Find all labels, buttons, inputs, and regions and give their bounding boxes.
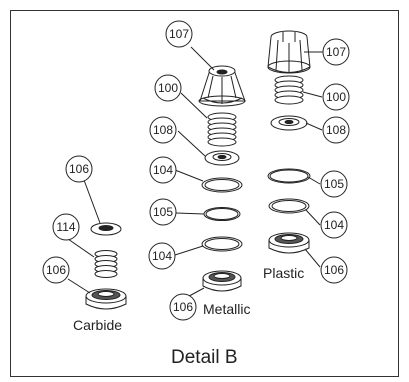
group-label-carbide: Carbide bbox=[73, 317, 122, 333]
callout-label: 100 bbox=[326, 90, 346, 104]
spring-part-100-metallic bbox=[207, 112, 237, 147]
callout-100-metallic bbox=[154, 74, 182, 102]
callout-114-carbide bbox=[52, 213, 80, 241]
callout-label: 114 bbox=[56, 220, 75, 234]
group-label-metallic: Metallic bbox=[203, 301, 250, 317]
callout-label: 106 bbox=[324, 263, 344, 277]
drawing-title: Detail B bbox=[171, 347, 238, 368]
callout-106-carbide bbox=[42, 256, 70, 284]
spring-part-114-carbide bbox=[94, 250, 118, 278]
callout-106-plastic bbox=[320, 256, 348, 284]
oring-part-104-metallic-upper bbox=[201, 177, 243, 193]
callout-label: 107 bbox=[326, 45, 346, 59]
callout-104-metallic-upper bbox=[149, 156, 177, 184]
callout-label: 104 bbox=[152, 249, 172, 263]
washer-part-106-carbide-top bbox=[90, 222, 122, 236]
callout-label: 105 bbox=[324, 177, 344, 191]
callout-label: 104 bbox=[324, 218, 344, 232]
callout-label: 106 bbox=[46, 263, 66, 277]
callout-label: 106 bbox=[69, 162, 89, 176]
cap-part-107-metallic bbox=[198, 65, 246, 107]
callout-105-plastic bbox=[320, 170, 348, 198]
callout-107-plastic bbox=[322, 38, 350, 66]
callout-label: 105 bbox=[153, 205, 173, 219]
ring-part-105-metallic bbox=[203, 207, 241, 221]
group-label-plastic: Plastic bbox=[263, 265, 304, 281]
callout-label: 108 bbox=[326, 123, 346, 137]
seat-part-106-plastic bbox=[268, 232, 310, 254]
callout-104-metallic-lower bbox=[148, 242, 176, 270]
callout-107-metallic bbox=[165, 20, 193, 48]
ring-part-105-plastic bbox=[267, 168, 311, 184]
callout-label: 100 bbox=[158, 81, 178, 95]
oring-part-104-metallic-lower bbox=[201, 236, 243, 252]
washer-part-108-metallic bbox=[204, 150, 240, 166]
callout-105-metallic bbox=[149, 198, 177, 226]
callout-106-metallic bbox=[169, 293, 197, 321]
oring-part-104-plastic bbox=[268, 198, 310, 214]
callout-label: 108 bbox=[153, 123, 173, 137]
spring-part-100-plastic bbox=[274, 75, 304, 105]
callout-108-plastic bbox=[322, 116, 350, 144]
seat-part-106-metallic bbox=[202, 270, 242, 292]
callout-label: 104 bbox=[153, 163, 173, 177]
callout-100-plastic bbox=[322, 83, 350, 111]
callout-label: 106 bbox=[173, 300, 193, 314]
washer-part-108-plastic bbox=[270, 115, 308, 131]
seat-part-106-carbide bbox=[85, 288, 127, 310]
cap-part-107-plastic bbox=[267, 30, 311, 74]
callout-label: 107 bbox=[169, 27, 189, 41]
callout-106-carbide-top bbox=[65, 155, 93, 183]
callout-108-metallic bbox=[149, 116, 177, 144]
callout-104-plastic bbox=[320, 211, 348, 239]
